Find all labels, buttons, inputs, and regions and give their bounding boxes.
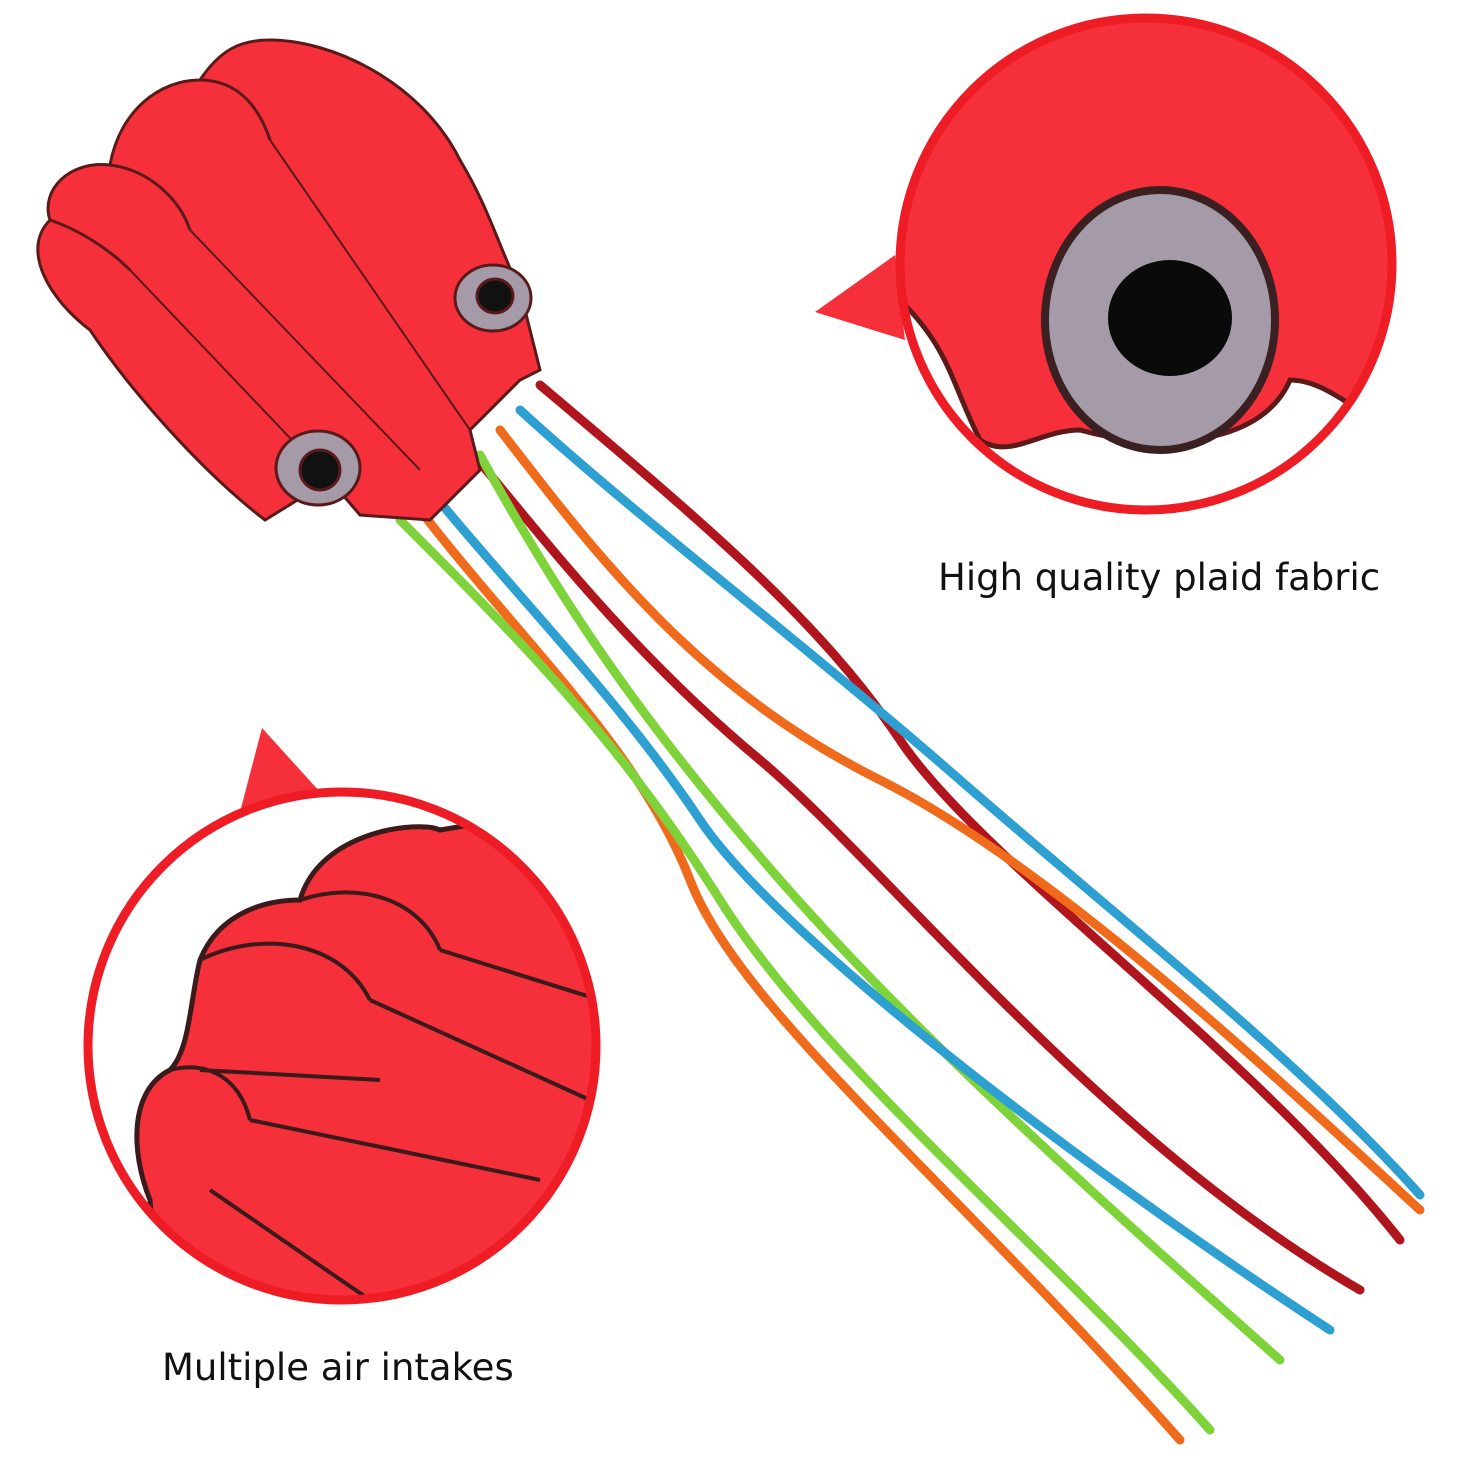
ribbon-blue-2 <box>425 485 1335 1335</box>
eye-icon <box>274 263 533 507</box>
ribbon-darkred <box>535 380 1405 1245</box>
ribbon-green <box>475 450 1285 1365</box>
ribbon-blue <box>515 405 1425 1200</box>
ribbon-orange-2 <box>415 505 1185 1445</box>
caption-fabric: High quality plaid fabric <box>938 556 1381 599</box>
ribbon-green-2 <box>395 515 1215 1435</box>
octopus-head <box>36 38 542 522</box>
ribbon-orange <box>495 425 1425 1215</box>
caption-intakes: Multiple air intakes <box>162 1346 514 1389</box>
ribbon-darkred-2 <box>465 445 1365 1295</box>
callout-intakes-closeup <box>83 728 601 1305</box>
callout-eye-closeup <box>815 13 1397 515</box>
ribbons <box>395 380 1425 1445</box>
